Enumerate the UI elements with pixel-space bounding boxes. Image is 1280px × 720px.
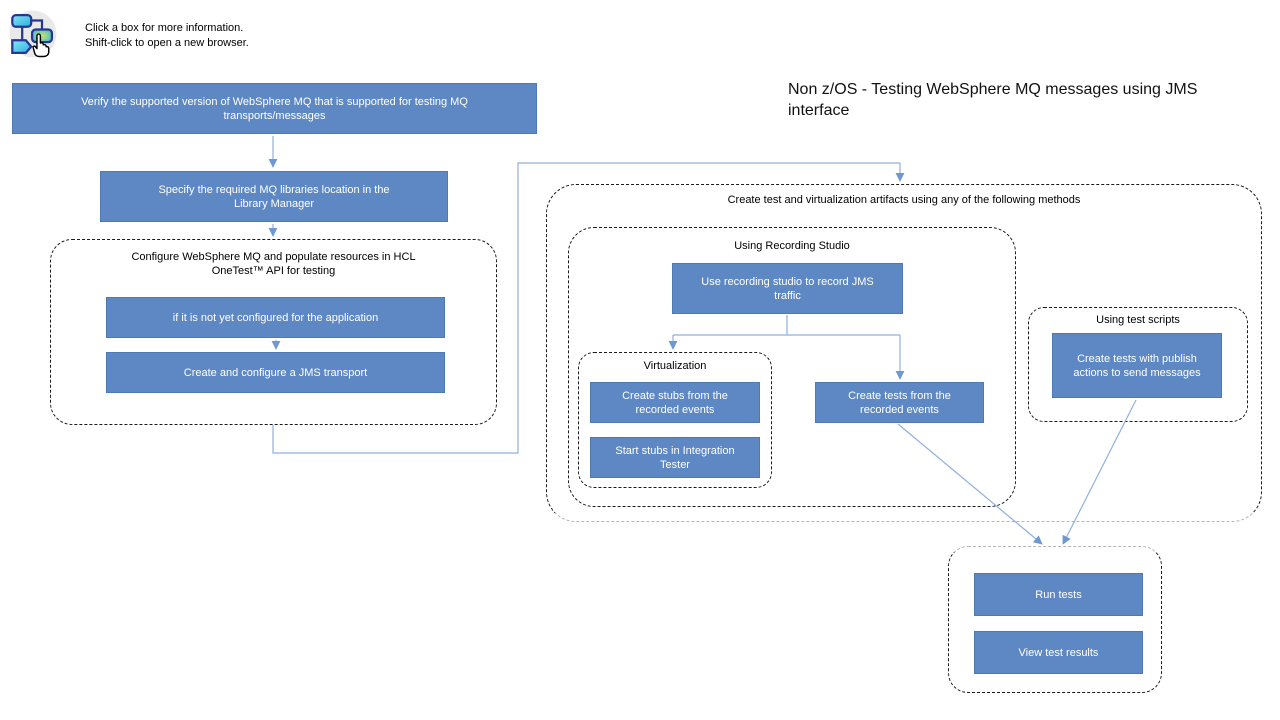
icon-node-pentagon — [11, 39, 33, 55]
instructions-caption: Click a box for more information. Shift-… — [85, 21, 249, 51]
container-run-group — [948, 546, 1162, 693]
node-create-tests-publish[interactable]: Create tests with publish actions to sen… — [1052, 333, 1222, 398]
container-configure-label: Configure WebSphere MQ and populate reso… — [131, 251, 416, 277]
node-if-not-configured-label: if it is not yet configured for the appl… — [172, 311, 379, 324]
instructions-line-2: Shift-click to open a new browser. — [85, 37, 249, 49]
node-create-jms-transport-label: Create and configure a JMS transport — [183, 366, 368, 379]
node-verify-version[interactable]: Verify the supported version of WebSpher… — [12, 83, 537, 134]
node-specify-libraries-label: Specify the required MQ libraries locati… — [158, 183, 390, 210]
container-test-scripts-label: Using test scripts — [1096, 314, 1180, 326]
node-use-recording-studio[interactable]: Use recording studio to record JMS traff… — [672, 263, 903, 314]
flowchart-click-icon-svg — [9, 10, 57, 58]
node-use-recording-studio-label: Use recording studio to record JMS traff… — [701, 275, 874, 302]
node-run-tests-label: Run tests — [1035, 588, 1082, 601]
node-create-jms-transport[interactable]: Create and configure a JMS transport — [106, 352, 445, 393]
node-create-stubs-label: Create stubs from the recorded events — [622, 389, 728, 416]
hand-cursor-icon — [32, 33, 50, 58]
node-create-tests-recorded-label: Create tests from the recorded events — [848, 389, 951, 416]
node-create-tests-recorded[interactable]: Create tests from the recorded events — [815, 382, 984, 423]
node-verify-version-label: Verify the supported version of WebSpher… — [81, 95, 468, 122]
node-run-tests[interactable]: Run tests — [974, 573, 1143, 616]
node-create-stubs[interactable]: Create stubs from the recorded events — [590, 382, 760, 423]
node-start-stubs[interactable]: Start stubs in Integration Tester — [590, 437, 760, 478]
container-recording-studio-label: Using Recording Studio — [734, 240, 850, 252]
node-start-stubs-label: Start stubs in Integration Tester — [615, 444, 735, 471]
container-virtualization-label: Virtualization — [643, 360, 707, 372]
icon-node-rect — [30, 28, 54, 44]
icon-connector-line — [30, 19, 44, 32]
node-create-tests-publish-label: Create tests with publish actions to sen… — [1073, 352, 1201, 379]
page-title: Non z/OS - Testing WebSphere MQ messages… — [788, 81, 1198, 119]
node-specify-libraries[interactable]: Specify the required MQ libraries locati… — [100, 171, 448, 222]
container-test-scripts-group — [1028, 307, 1248, 422]
container-artifacts-label: Create test and virtualization artifacts… — [727, 194, 1081, 206]
flowchart-click-icon — [6, 7, 60, 61]
node-view-test-results[interactable]: View test results — [974, 631, 1143, 674]
node-view-test-results-label: View test results — [1018, 646, 1099, 659]
icon-node-rect — [11, 13, 33, 28]
node-if-not-configured[interactable]: if it is not yet configured for the appl… — [106, 297, 445, 338]
instructions-line-1: Click a box for more information. — [85, 22, 244, 34]
